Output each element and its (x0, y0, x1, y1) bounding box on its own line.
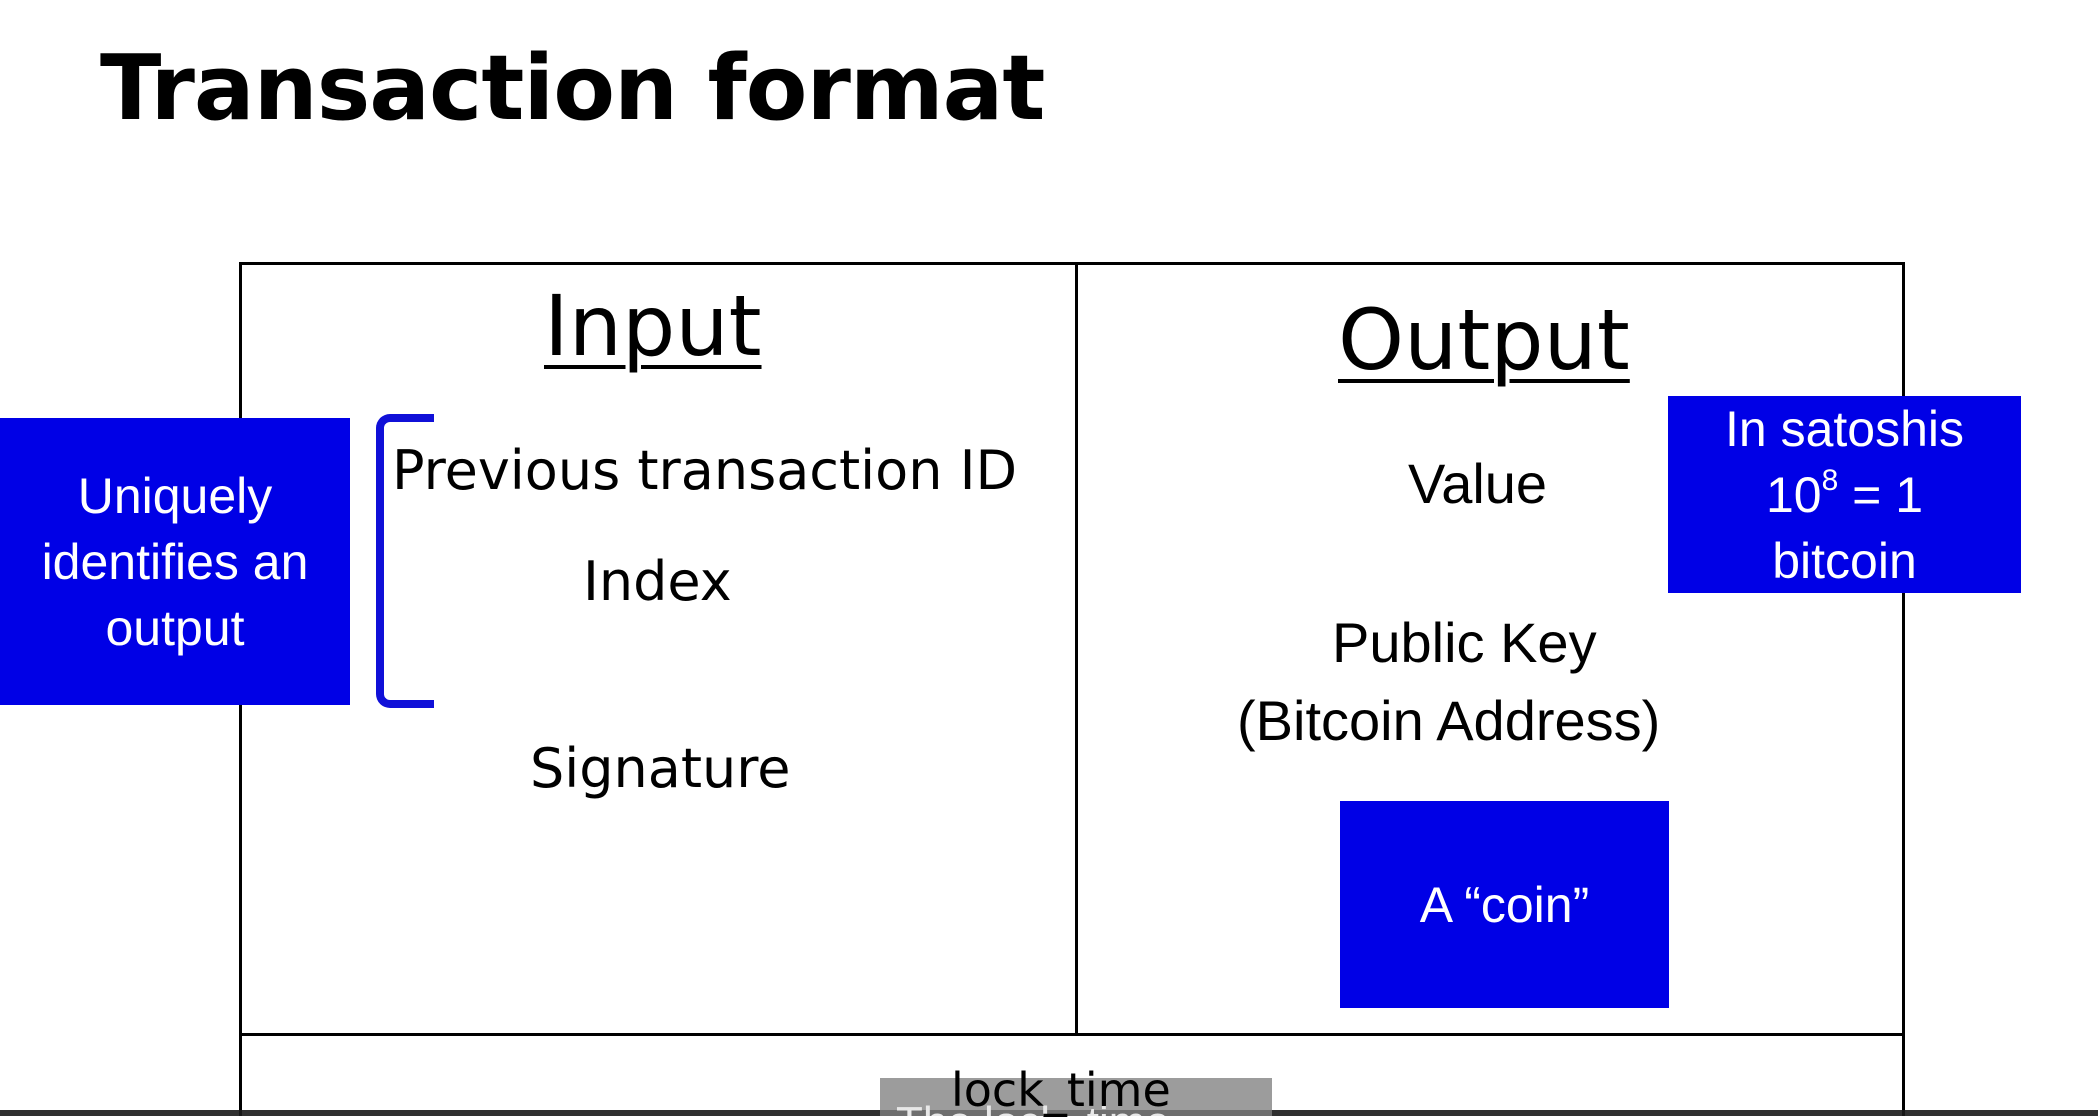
video-caption-text: The lock_time (896, 1098, 1170, 1116)
table-top-border (239, 262, 1905, 265)
satoshis-line-2: 108 = 1 (1766, 462, 1923, 528)
identifies-output-line-2: identifies an (41, 533, 309, 590)
slide-title: Transaction format (100, 36, 1045, 141)
satoshis-base: 10 (1765, 466, 1822, 523)
table-row-divider (239, 1033, 1905, 1036)
coin-label: A “coin” (1419, 876, 1590, 933)
table-column-divider (1075, 262, 1078, 1036)
public-key-label: Public Key (1332, 611, 1597, 674)
satoshis-equals: = 1 (1838, 466, 1924, 523)
satoshis-line-3: bitcoin (1772, 532, 1917, 589)
satoshis-exponent: 8 (1821, 463, 1839, 497)
input-bracket (376, 414, 434, 708)
identifies-output-line-1: Uniquely (77, 467, 273, 524)
lock-time-label: lock_time (951, 1063, 1171, 1117)
input-heading: Input (544, 277, 762, 375)
identifies-output-callout: Uniquely identifies an output (0, 418, 350, 705)
signature-label: Signature (530, 737, 791, 800)
value-label: Value (1408, 452, 1548, 515)
index-label: Index (583, 550, 732, 613)
satoshis-line-1: In satoshis (1724, 400, 1964, 457)
bitcoin-address-label: (Bitcoin Address) (1237, 689, 1661, 752)
previous-transaction-id-label: Previous transaction ID (392, 439, 1018, 502)
output-heading: Output (1338, 291, 1630, 389)
coin-callout: A “coin” (1340, 801, 1669, 1008)
identifies-output-line-3: output (105, 599, 245, 656)
table-right-border (1902, 262, 1905, 1116)
satoshis-callout: In satoshis 108 = 1 bitcoin (1668, 396, 2021, 593)
video-caption-bar: The lock_time (880, 1078, 1272, 1116)
